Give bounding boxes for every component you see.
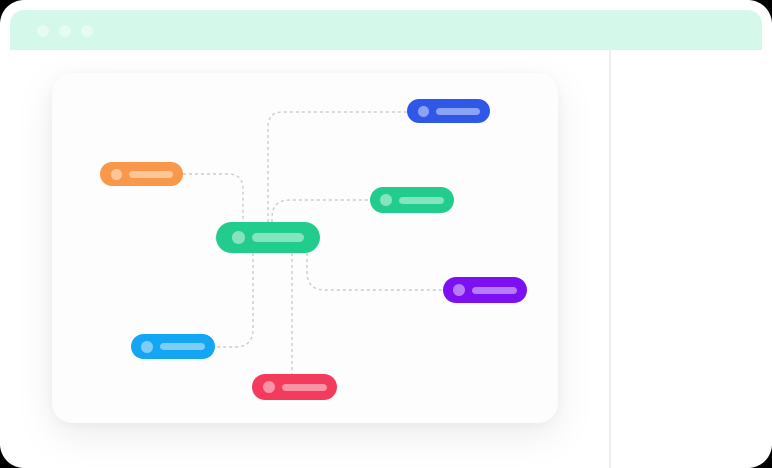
mindmap-node-topic-red[interactable] [252,374,337,400]
node-text-placeholder [252,233,304,242]
window-control-close-button[interactable] [37,25,49,37]
mindmap-node-topic-green[interactable] [370,187,454,213]
window-titlebar [10,10,762,50]
sidebar-divider [609,50,611,468]
node-text-placeholder [128,170,173,178]
mindmap-node-topic-sky[interactable] [131,334,215,359]
node-text-placeholder [472,286,517,294]
mindmap-node-root[interactable] [216,222,320,253]
node-bullet-icon [380,194,392,206]
window-control-maximize-button[interactable] [81,25,93,37]
node-bullet-icon [417,105,429,117]
node-text-placeholder [281,383,327,391]
window-controls [37,25,93,37]
node-text-placeholder [435,107,480,115]
mindmap-canvas[interactable] [52,73,558,423]
mindmap-node-topic-blue[interactable] [407,99,490,123]
node-bullet-icon [232,231,245,244]
mindmap-node-topic-orange[interactable] [100,162,183,186]
connector-topic-orange-root [183,173,244,222]
node-bullet-icon [262,381,275,393]
mindmap-node-topic-purple[interactable] [443,277,527,303]
connector-root-topic-green [271,199,370,222]
node-text-placeholder [399,196,444,204]
connector-lines [183,111,443,374]
connector-root-topic-purple [306,253,443,291]
node-bullet-icon [453,284,465,296]
node-text-placeholder [160,343,205,350]
window-control-minimize-button[interactable] [59,25,71,37]
node-bullet-icon [110,168,122,180]
node-bullet-icon [141,340,153,353]
connector-root-topic-sky [215,253,254,348]
